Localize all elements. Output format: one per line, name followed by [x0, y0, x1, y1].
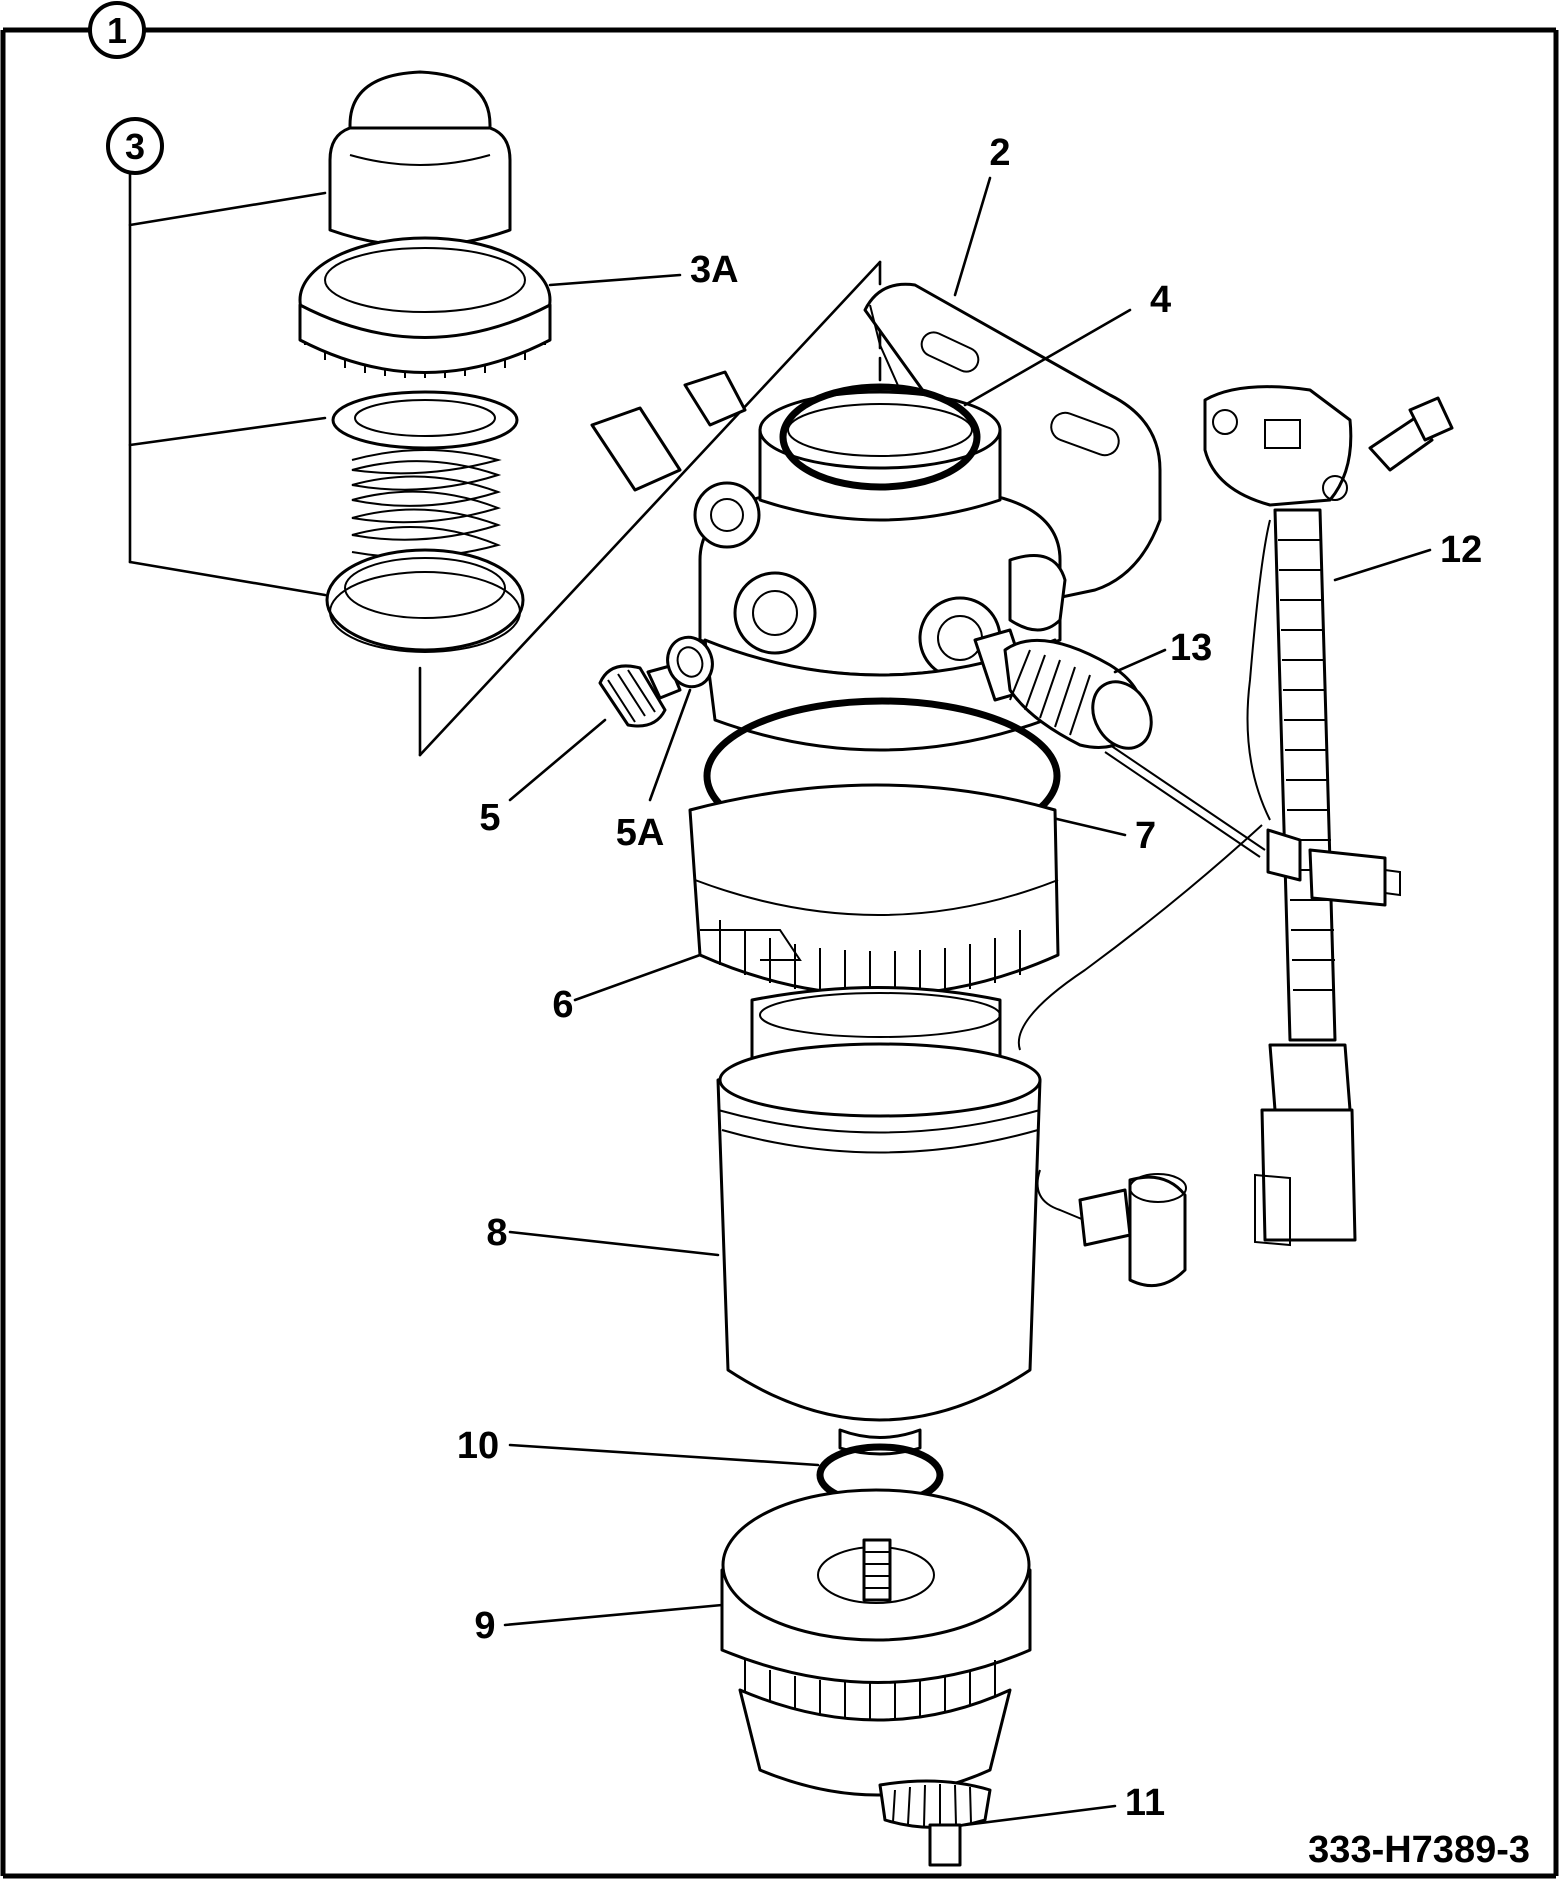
callout-4-label: 4: [1150, 279, 1171, 321]
part-13-sensor[interactable]: [973, 628, 1266, 858]
callout-5a-label: 5A: [616, 812, 665, 854]
callout-5-label: 5: [479, 797, 500, 839]
callout-7[interactable]: 7: [1038, 813, 1156, 857]
callout-4[interactable]: 4: [963, 279, 1171, 407]
part-5-bleed-screw[interactable]: [598, 664, 682, 728]
callout-12[interactable]: 12: [1333, 529, 1482, 582]
callout-7-label: 7: [1135, 815, 1156, 857]
callout-9-label: 9: [474, 1605, 495, 1647]
part-11-drain-valve[interactable]: [878, 1779, 992, 1867]
callout-13-label: 13: [1170, 627, 1212, 669]
callout-2[interactable]: 2: [953, 132, 1011, 297]
part-3-primer-assembly[interactable]: [298, 70, 552, 653]
callout-12-label: 12: [1440, 529, 1482, 571]
callout-8[interactable]: 8: [486, 1212, 720, 1257]
callout-10-label: 10: [457, 1425, 499, 1467]
callout-1-label: 1: [107, 10, 127, 51]
callout-1[interactable]: 1: [88, 1, 146, 59]
callout-3a[interactable]: 3A: [548, 249, 739, 291]
callout-6[interactable]: 6: [552, 953, 702, 1026]
callout-3a-label: 3A: [690, 249, 739, 291]
part-12-wire-harness[interactable]: [1017, 385, 1454, 1288]
callout-5a[interactable]: 5A: [616, 688, 692, 854]
part-6-retaining-ring[interactable]: [688, 783, 1060, 997]
part-8-filter-element[interactable]: [716, 986, 1042, 1456]
callout-13[interactable]: 13: [1113, 627, 1212, 674]
callout-3[interactable]: 3: [106, 117, 327, 597]
part-2-filter-head[interactable]: [590, 282, 1162, 752]
callout-3-label: 3: [125, 126, 145, 167]
callout-8-label: 8: [486, 1212, 507, 1254]
part-9-water-bowl[interactable]: [720, 1488, 1032, 1797]
part-4-o-ring[interactable]: [779, 383, 981, 491]
callout-10[interactable]: 10: [457, 1425, 820, 1467]
callout-11[interactable]: 11: [963, 1782, 1165, 1827]
callout-2-label: 2: [989, 132, 1010, 174]
drawing-number: 333-H7389-3: [1308, 1829, 1530, 1871]
part-5a-washer[interactable]: [661, 631, 719, 693]
callout-6-label: 6: [552, 984, 573, 1026]
callout-11-label: 11: [1125, 1782, 1165, 1824]
diagram-frame: [0, 27, 1559, 1879]
callout-9[interactable]: 9: [474, 1603, 724, 1647]
callout-5[interactable]: 5: [479, 718, 607, 839]
